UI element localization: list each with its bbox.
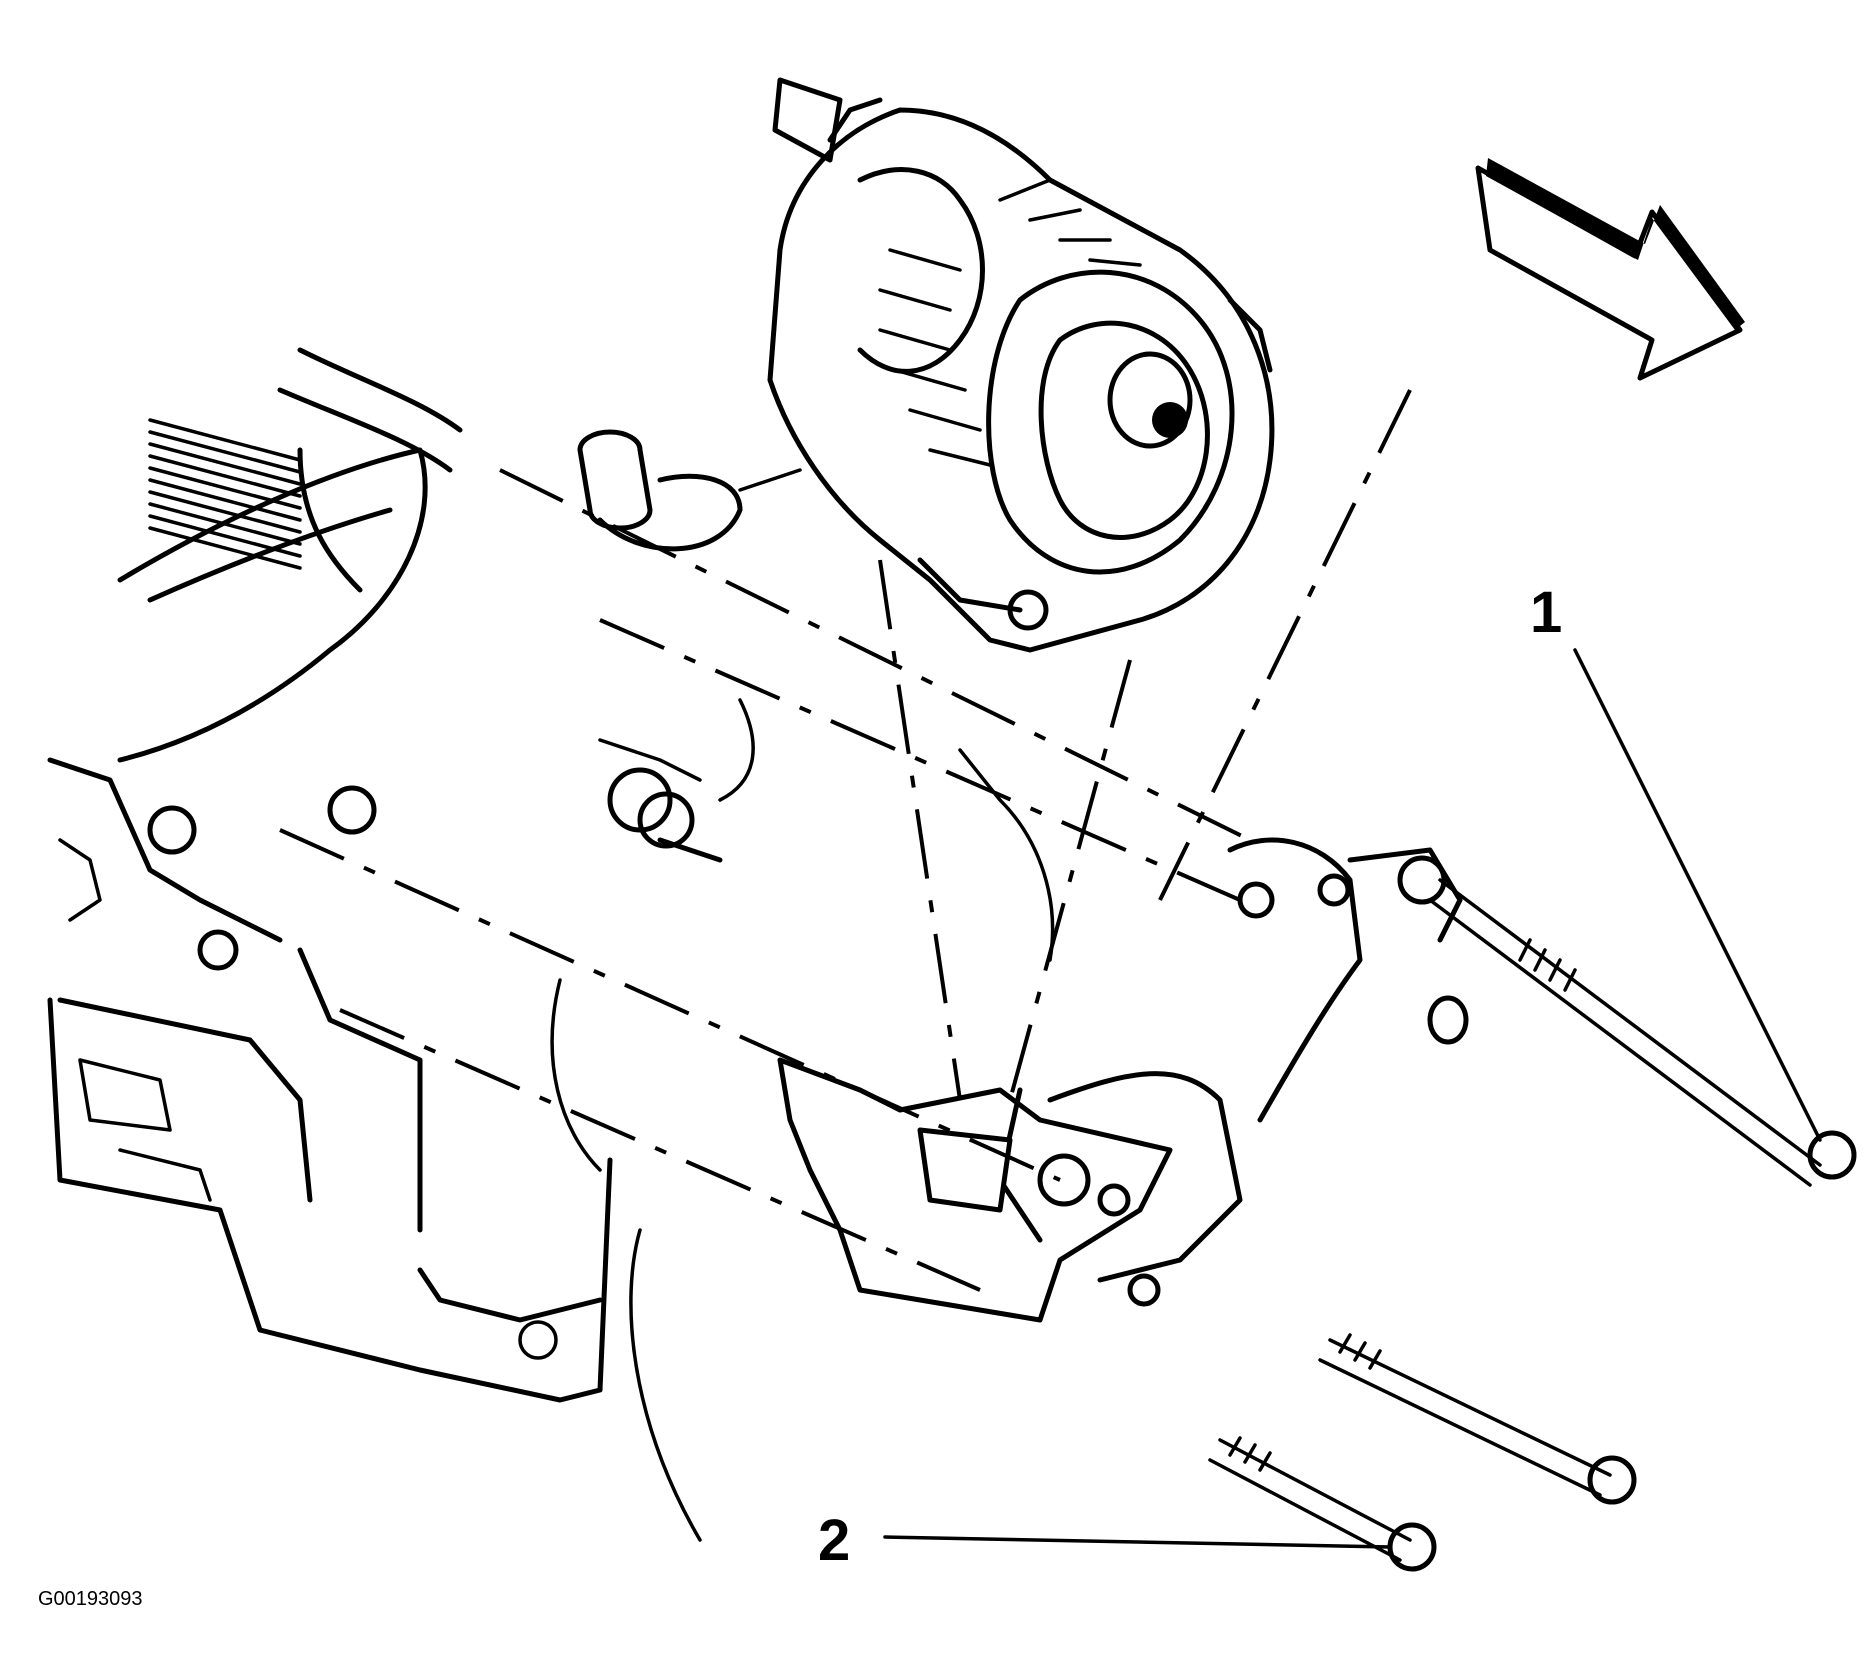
- callout-leaders: [883, 648, 1822, 1549]
- figure-id: G00193093: [38, 1588, 143, 1610]
- mounting-bracket: [777, 837, 1463, 1323]
- intake-cover: [117, 347, 463, 763]
- bolt-1: [1427, 878, 1857, 1187]
- intake-grille: [148, 418, 302, 570]
- engine-block: [47, 757, 702, 1542]
- alignment-lines: [279, 389, 1412, 1292]
- direction-arrow-icon: [1475, 158, 1745, 381]
- callout-2: 2: [818, 1508, 850, 1573]
- alternator: [767, 77, 1275, 653]
- sensor: [577, 429, 802, 552]
- tensioner: [598, 698, 1055, 962]
- bolt-2: [1208, 1333, 1637, 1572]
- callout-1: 1: [1530, 580, 1562, 645]
